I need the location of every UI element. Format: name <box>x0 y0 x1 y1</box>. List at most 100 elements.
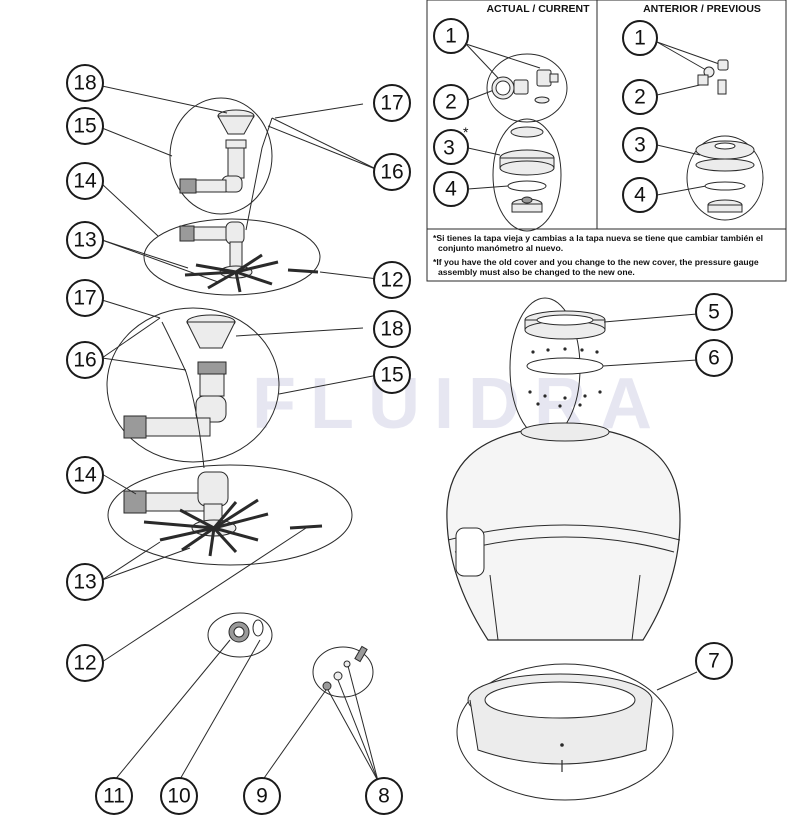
drain-plug-o-ring <box>252 619 264 637</box>
current-callout-3: 3 <box>433 129 469 165</box>
previous-callout-2: 2 <box>622 79 658 115</box>
svg-text:2: 2 <box>445 91 457 114</box>
tank-shell <box>446 425 681 641</box>
callout-16-upper: 16 <box>373 153 411 191</box>
svg-text:14: 14 <box>73 464 97 487</box>
callout-15-lower: 15 <box>373 356 411 394</box>
callout-8: 8 <box>365 777 403 815</box>
callout-14-lower: 14 <box>66 456 104 494</box>
previous-callout-3: 3 <box>622 127 658 163</box>
current-callout-3-asterisk: * <box>463 124 469 140</box>
callout-6: 6 <box>695 339 733 377</box>
air-purge-screw <box>354 645 368 663</box>
svg-text:14: 14 <box>73 170 97 193</box>
svg-text:8: 8 <box>378 785 390 808</box>
previous-cover-group <box>686 135 764 221</box>
callout-10: 10 <box>160 777 198 815</box>
current-gauge-group <box>486 53 568 123</box>
current-cover-group <box>492 118 562 232</box>
callout-15-upper: 15 <box>66 107 104 145</box>
note-es-line-1: *Si tienes la tapa vieja y cambias a la … <box>433 233 763 243</box>
svg-text:1: 1 <box>634 27 646 50</box>
svg-text:16: 16 <box>73 349 96 372</box>
callout-18-lower: 18 <box>373 310 411 348</box>
callout-17-lower: 17 <box>66 279 104 317</box>
previous-header: ANTERIOR / PREVIOUS <box>643 3 761 15</box>
svg-text:15: 15 <box>380 364 403 387</box>
drain-plug-parts <box>207 612 273 658</box>
svg-text:12: 12 <box>380 269 403 292</box>
svg-text:9: 9 <box>256 785 268 808</box>
previous-gauge-adapter <box>717 59 729 71</box>
note-en-line-2: assembly must also be changed to the new… <box>438 267 635 277</box>
callout-7: 7 <box>695 642 733 680</box>
current-gauge-adapter <box>536 69 552 87</box>
tank-neck <box>520 422 610 442</box>
current-header: ACTUAL / CURRENT <box>486 3 590 15</box>
filter-tank <box>446 422 681 641</box>
current-o-ring <box>507 180 547 192</box>
svg-text:3: 3 <box>443 137 455 160</box>
large-loose-lateral <box>289 524 323 530</box>
svg-text:3: 3 <box>634 134 646 157</box>
tank-base-group <box>456 663 674 801</box>
svg-text:2: 2 <box>634 86 646 109</box>
callout-18-upper: 18 <box>66 64 104 102</box>
revision-box-frame <box>426 0 787 282</box>
air-purge-parts <box>312 645 374 698</box>
large-collector-group <box>106 307 280 463</box>
svg-text:12: 12 <box>73 652 96 675</box>
current-callout-2: 2 <box>433 84 469 120</box>
svg-text:5: 5 <box>708 301 720 324</box>
callout-14-upper: 14 <box>66 162 104 200</box>
svg-text:18: 18 <box>380 318 403 341</box>
svg-text:10: 10 <box>167 785 190 808</box>
tank-bolts <box>528 347 602 408</box>
tank-o-ring <box>526 357 604 375</box>
tank-top-parts <box>509 297 606 439</box>
svg-text:17: 17 <box>380 92 403 115</box>
callout-12-upper: 12 <box>373 261 411 299</box>
callout-13-lower: 13 <box>66 563 104 601</box>
current-cover-cap <box>510 126 544 138</box>
callout-12-lower: 12 <box>66 644 104 682</box>
previous-callout-1: 1 <box>622 20 658 56</box>
svg-text:17: 17 <box>73 287 96 310</box>
current-callout-1: 1 <box>433 18 469 54</box>
current-callout-4: 4 <box>433 171 469 207</box>
callout-16-lower: 16 <box>66 341 104 379</box>
svg-text:13: 13 <box>73 229 96 252</box>
large-lateral-group <box>107 464 353 566</box>
small-collector-group <box>169 97 273 215</box>
svg-text:4: 4 <box>634 184 646 207</box>
svg-text:16: 16 <box>380 161 403 184</box>
svg-text:15: 15 <box>73 115 96 138</box>
previous-callout-4: 4 <box>622 177 658 213</box>
callout-11: 11 <box>95 777 133 815</box>
tank-base <box>456 663 674 801</box>
svg-text:13: 13 <box>73 571 96 594</box>
callout-13-upper: 13 <box>66 221 104 259</box>
small-internals-assembly <box>143 97 321 296</box>
large-internals-assembly <box>106 307 353 566</box>
svg-text:4: 4 <box>445 178 457 201</box>
callout-17-upper: 17 <box>373 84 411 122</box>
svg-text:18: 18 <box>73 72 96 95</box>
callout-9: 9 <box>243 777 281 815</box>
small-loose-lateral <box>287 268 319 274</box>
previous-o-ring <box>704 181 746 191</box>
callout-5: 5 <box>695 293 733 331</box>
svg-text:7: 7 <box>708 650 720 673</box>
note-en-line-1: *If you have the old cover and you chang… <box>433 257 759 267</box>
svg-text:6: 6 <box>708 347 720 370</box>
note-es-line-2: conjunto manómetro al nuevo. <box>438 243 563 253</box>
svg-text:1: 1 <box>445 25 457 48</box>
svg-text:11: 11 <box>103 785 125 808</box>
air-purge-group <box>312 646 374 698</box>
small-lateral-group <box>143 218 321 296</box>
tank-window-left <box>455 527 485 577</box>
air-purge-nut <box>333 671 343 681</box>
revision-comparison-box: ACTUAL / CURRENT ANTERIOR / PREVIOUS 1 2… <box>426 0 787 282</box>
drain-plug-group <box>207 612 273 658</box>
